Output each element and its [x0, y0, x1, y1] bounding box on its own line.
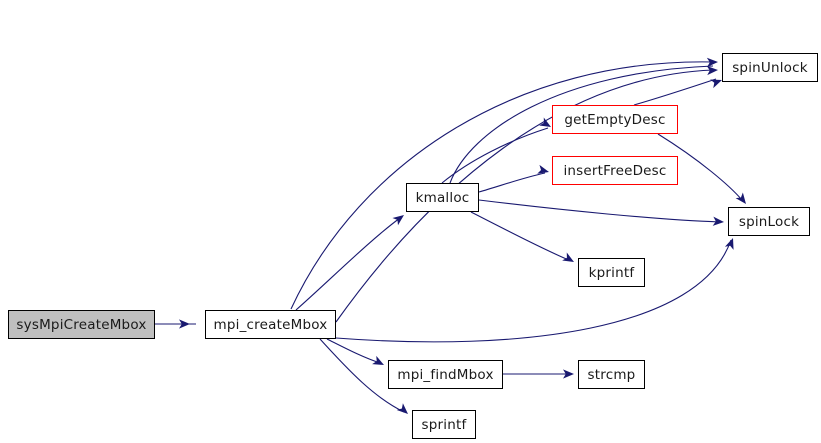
node-insertFreeDesc[interactable]: insertFreeDesc [552, 156, 678, 185]
node-kmalloc[interactable]: kmalloc [406, 183, 479, 212]
node-spinLock[interactable]: spinLock [728, 207, 810, 236]
node-label-spinLock: spinLock [738, 213, 800, 230]
arrow-to-spinLock-top [735, 192, 746, 204]
node-label-getEmptyDesc: getEmptyDesc [564, 111, 666, 128]
arrow-to-sprintf [396, 403, 408, 414]
arrow-to-kmalloc [392, 215, 404, 226]
arrow-to-spinUnlock-a [706, 57, 718, 67]
edge-getEmptyDesc-to-spinUnlock [633, 78, 717, 106]
node-mpi_findMbox[interactable]: mpi_findMbox [388, 360, 503, 389]
node-spinUnlock[interactable]: spinUnlock [722, 53, 818, 82]
node-label-sysMpiCreateMbox: sysMpiCreateMbox [16, 316, 147, 333]
node-strcmp[interactable]: strcmp [578, 360, 645, 389]
node-label-insertFreeDesc: insertFreeDesc [563, 162, 667, 179]
arrow-to-insertFreeDesc [537, 164, 549, 174]
edge-kmalloc-to-insertFreeDesc [478, 172, 546, 193]
node-label-mpi_createMbox: mpi_createMbox [213, 316, 328, 333]
node-sprintf[interactable]: sprintf [412, 410, 476, 439]
arrow-to-getEmptyDesc [539, 117, 551, 127]
edge-mpi_createMbox-to-spinUnlock2 [335, 69, 714, 323]
node-label-spinUnlock: spinUnlock [732, 59, 808, 76]
node-label-kprintf: kprintf [588, 264, 635, 281]
edge-mpi_createMbox-to-mpi_findMbox [326, 338, 381, 364]
arrow-to-strcmp [563, 369, 574, 379]
edge-kmalloc-to-kprintf [470, 211, 572, 262]
edge-mpi_createMbox-to-spinLock [335, 239, 732, 343]
arrow-to-spinUnlock-b [706, 65, 718, 76]
arrow-to-spinUnlock-c [710, 79, 722, 89]
arrow-to-mpi-createMbox [179, 319, 190, 329]
arrow-to-kprintf [562, 252, 574, 262]
node-label-strcmp: strcmp [587, 366, 636, 383]
node-getEmptyDesc[interactable]: getEmptyDesc [552, 105, 678, 134]
edge-kmalloc-to-spinUnlock [449, 65, 714, 184]
edge-kmalloc-to-getEmptyDesc [441, 127, 549, 184]
node-label-sprintf: sprintf [421, 416, 467, 433]
arrow-to-mpi-findMbox [372, 355, 384, 365]
node-kprintf[interactable]: kprintf [578, 258, 645, 287]
node-label-kmalloc: kmalloc [415, 189, 470, 206]
node-mpi_createMbox[interactable]: mpi_createMbox [205, 310, 336, 339]
node-sysMpiCreateMbox[interactable]: sysMpiCreateMbox [8, 310, 155, 339]
edge-mpi_createMbox-to-kmalloc [295, 217, 401, 311]
edge-mpi_createMbox-to-spinUnlock [290, 61, 714, 310]
arrow-to-spinLock-bottom [724, 238, 734, 250]
edge-mpi_createMbox-to-sprintf [319, 338, 405, 413]
edge-getEmptyDesc-to-spinLock [657, 133, 743, 201]
arrow-to-spinLock-left [712, 216, 724, 226]
edge-kmalloc-to-spinLock [478, 199, 721, 223]
node-label-mpi_findMbox: mpi_findMbox [397, 366, 494, 383]
